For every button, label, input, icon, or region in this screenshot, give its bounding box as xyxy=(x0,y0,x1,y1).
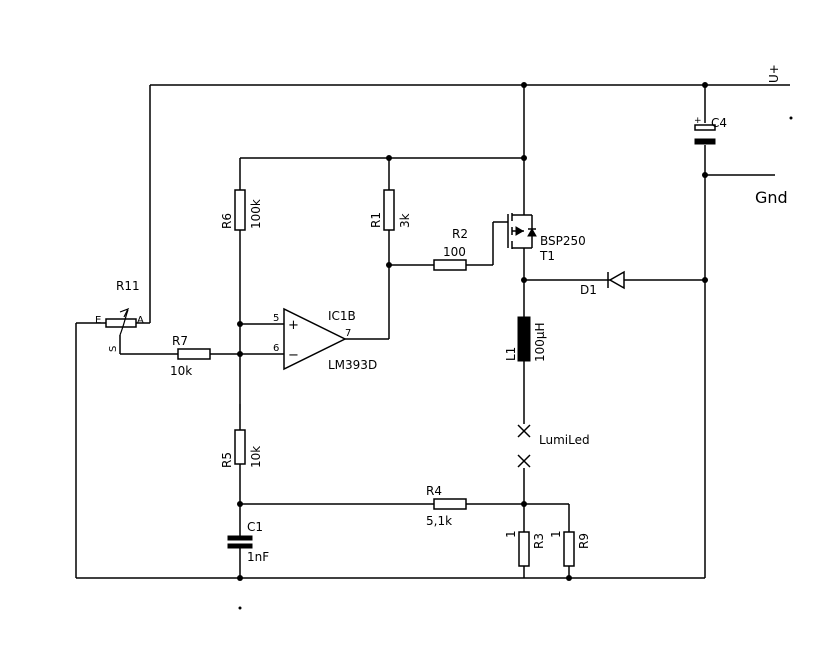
c1-plate-top xyxy=(227,535,253,541)
junction-dot xyxy=(702,82,708,88)
t1-diode-triangle xyxy=(527,227,537,237)
r5-value-label: 10k xyxy=(249,446,263,468)
ic1b-minus-input: − xyxy=(288,348,299,363)
led-label: LumiLed xyxy=(539,433,590,447)
junction-dot xyxy=(702,172,708,178)
junction-dot xyxy=(237,321,243,327)
junction-dot xyxy=(237,575,243,581)
r11-ref-label: R11 xyxy=(116,279,140,293)
l1-core xyxy=(517,316,531,362)
r7-value-label: 10k xyxy=(170,364,192,378)
junction-dot xyxy=(238,606,242,610)
ic1b-triangle xyxy=(283,307,347,371)
r6-ref-label: R6 xyxy=(220,213,234,229)
c4-ref-label: C4 xyxy=(711,116,727,130)
c4-plus-sign: + xyxy=(694,116,702,126)
r1-body xyxy=(383,189,395,231)
resistor-r9: 1 R9 xyxy=(549,530,591,567)
resistor-r7: R7 10k xyxy=(170,334,211,378)
potentiometer-r11: R11 E A S xyxy=(95,279,144,352)
r4-ref-label: R4 xyxy=(426,484,442,498)
junction-dot xyxy=(521,82,527,88)
r2-body xyxy=(433,259,467,271)
junctions xyxy=(237,82,793,610)
ic1b-pin6-label: 6 xyxy=(273,343,279,354)
r2-ref-label: R2 xyxy=(452,227,468,241)
t1-part-label: BSP250 xyxy=(540,234,586,248)
r11-pin-s: S xyxy=(108,346,119,352)
mosfet-t1: BSP250 T1 xyxy=(507,213,586,263)
junction-dot xyxy=(521,501,527,507)
junction-dot xyxy=(521,155,527,161)
ic1b-plus-input: + xyxy=(288,318,299,333)
capacitor-c1: C1 1nF xyxy=(227,520,269,564)
c1-plate-bottom xyxy=(227,543,253,549)
c4-plate-negative xyxy=(694,138,716,145)
led-terminal-bottom xyxy=(517,454,531,468)
junction-dot xyxy=(566,575,572,581)
r5-body xyxy=(234,429,246,465)
r11-wiper xyxy=(119,309,129,336)
junction-dot xyxy=(386,262,392,268)
r1-value-label: 3k xyxy=(398,213,412,228)
r11-wiper-arrow xyxy=(119,307,130,318)
r6-body xyxy=(234,189,246,231)
r3-body xyxy=(518,531,530,567)
junction-dot xyxy=(789,116,793,120)
r2-value-label: 100 xyxy=(443,245,466,259)
resistor-r2: R2 100 xyxy=(433,227,468,271)
c4-plate-positive xyxy=(694,124,716,131)
junction-dot xyxy=(237,501,243,507)
supply-label: U+ xyxy=(767,64,781,83)
ground-label: Gnd xyxy=(755,188,788,207)
ic1b-part-label: LM393D xyxy=(328,358,377,372)
inductor-l1: L1 100µH xyxy=(504,316,547,362)
r9-value-label: 1 xyxy=(549,530,563,538)
r3-value-label: 1 xyxy=(504,530,518,538)
junction-dot xyxy=(702,277,708,283)
r11-body xyxy=(105,318,137,328)
d1-triangle xyxy=(608,270,625,290)
r1-ref-label: R1 xyxy=(369,212,383,228)
t1-ref-label: T1 xyxy=(539,249,555,263)
capacitor-c4: + C4 xyxy=(694,116,727,145)
r4-body xyxy=(433,498,467,510)
junction-dot xyxy=(521,277,527,283)
t1-channel-arrow xyxy=(515,226,525,236)
r5-ref-label: R5 xyxy=(220,452,234,468)
led-terminal-top xyxy=(517,424,531,438)
comparator-ic1b: + − 5 6 7 IC1B LM393D xyxy=(273,307,377,372)
resistor-r5: R5 10k xyxy=(220,404,263,468)
resistor-r4: R4 5,1k xyxy=(426,484,467,528)
r11-pin-e: E xyxy=(95,315,101,326)
junction-dot xyxy=(237,351,243,357)
resistor-r1: R1 3k xyxy=(369,189,412,231)
l1-value-label: 100µH xyxy=(533,322,547,362)
r7-ref-label: R7 xyxy=(172,334,188,348)
r6-value-label: 100k xyxy=(249,199,263,229)
ic1b-pin7-label: 7 xyxy=(345,328,351,339)
ic1b-ref-label: IC1B xyxy=(328,309,356,323)
junction-dot xyxy=(386,155,392,161)
wires xyxy=(75,84,790,579)
ic1b-pin5-label: 5 xyxy=(273,313,279,324)
r3-ref-label: R3 xyxy=(532,533,546,549)
d1-ref-label: D1 xyxy=(580,283,597,297)
r4-value-label: 5,1k xyxy=(426,514,452,528)
r9-ref-label: R9 xyxy=(577,533,591,549)
c1-ref-label: C1 xyxy=(247,520,263,534)
resistor-r6: R6 100k xyxy=(220,189,263,231)
r7-body xyxy=(177,348,211,360)
c1-value-label: 1nF xyxy=(247,550,269,564)
diode-d1: D1 xyxy=(580,270,625,297)
r11-pin-a: A xyxy=(137,315,144,326)
l1-ref-label: L1 xyxy=(504,347,518,361)
resistor-r3: 1 R3 xyxy=(504,530,546,567)
r9-body xyxy=(563,531,575,567)
led-lumiled: LumiLed xyxy=(517,424,590,468)
